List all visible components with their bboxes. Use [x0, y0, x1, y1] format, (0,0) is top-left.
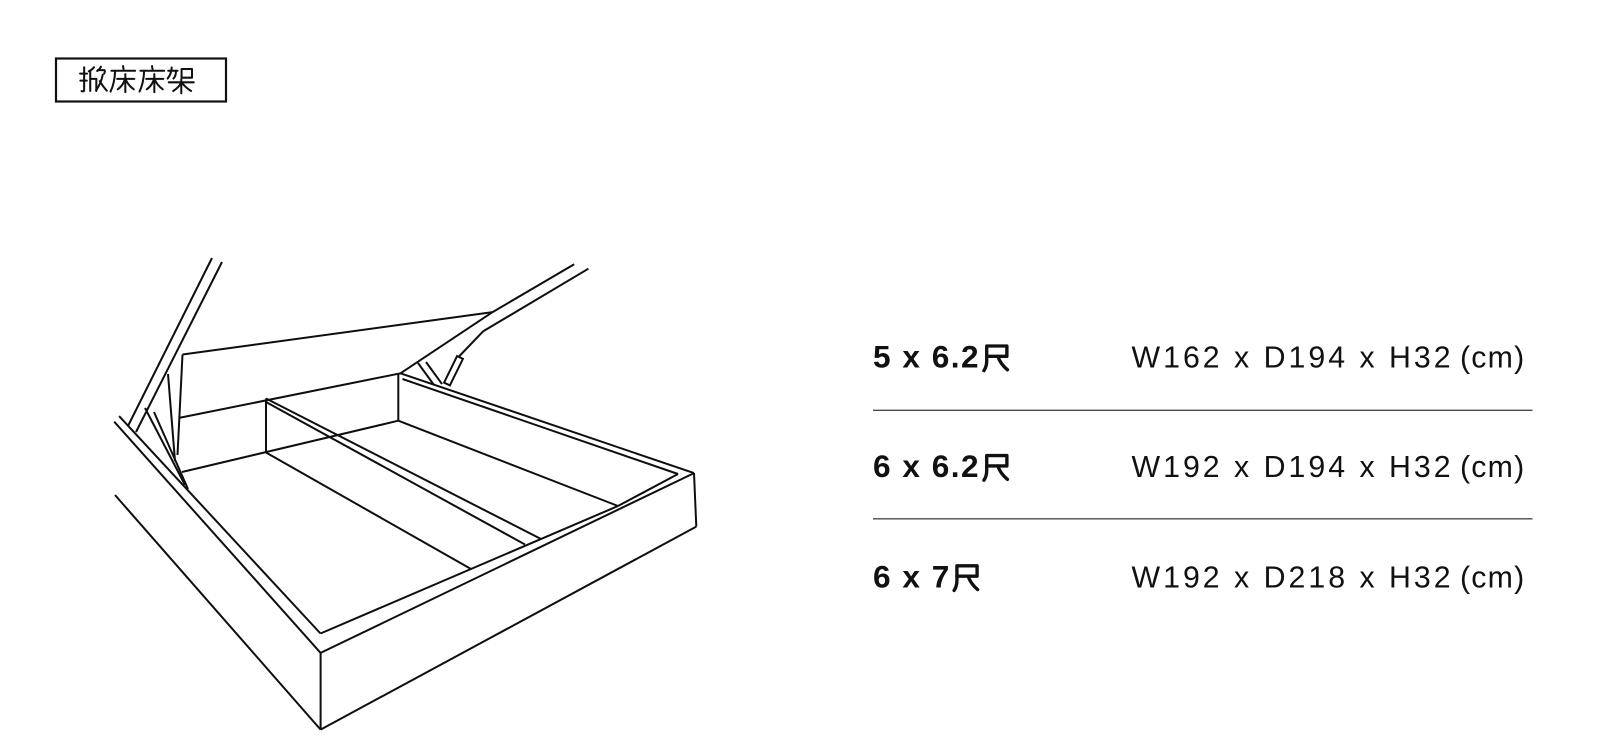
svg-text:(cm): (cm): [1460, 341, 1525, 374]
svg-text:(cm): (cm): [1460, 451, 1525, 484]
svg-text:W192 x D194 x H32: W192 x D194 x H32: [1132, 451, 1454, 484]
svg-text:6 x 6.2: 6 x 6.2: [873, 448, 980, 484]
svg-text:(cm): (cm): [1460, 561, 1525, 594]
svg-text:W162 x D194 x H32: W162 x D194 x H32: [1132, 341, 1454, 374]
svg-text:W192 x D218 x H32: W192 x D218 x H32: [1132, 561, 1454, 594]
svg-text:5 x 6.2: 5 x 6.2: [873, 338, 980, 374]
svg-text:6 x 7: 6 x 7: [873, 558, 951, 594]
